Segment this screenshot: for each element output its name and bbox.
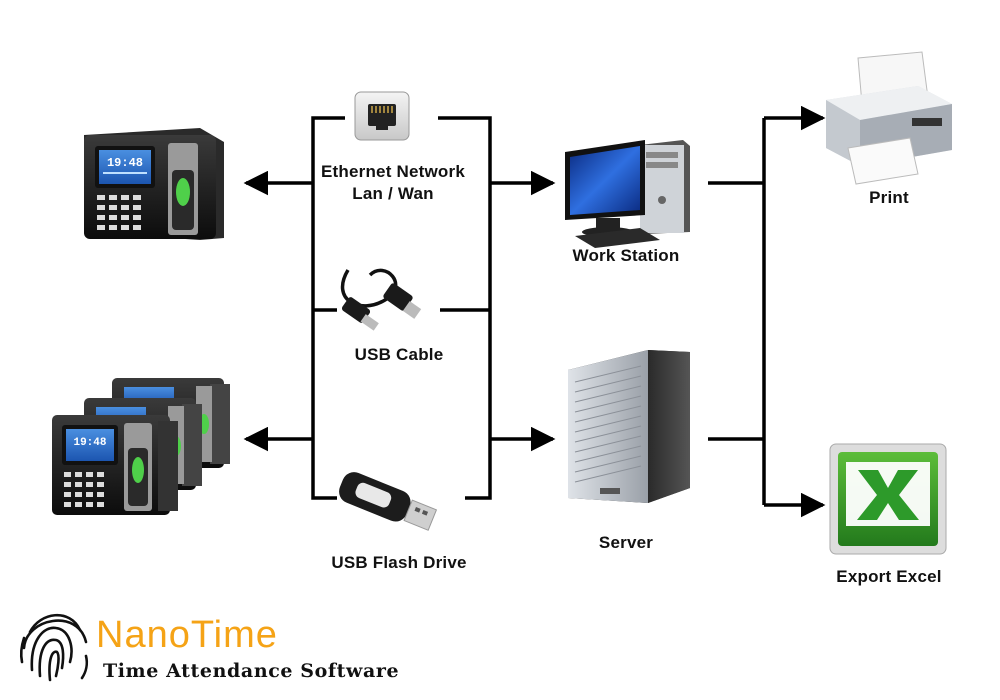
brand-tagline: Time Attendance Software <box>103 660 400 682</box>
brand-name: NanoTime <box>96 614 278 656</box>
usb-cable-icon <box>340 268 422 331</box>
ethernet-label-line2: Lan / Wan <box>352 184 434 203</box>
fingerprint-icon <box>19 613 89 682</box>
time-attendance-terminal-icon: 19:48 <box>84 128 224 240</box>
ethernet-label-line1: Ethernet Network <box>321 162 465 181</box>
connector-lines <box>243 105 826 518</box>
usb-cable-label: USB Cable <box>354 345 444 364</box>
server-label: Server <box>598 533 654 552</box>
server-tower-icon <box>568 350 690 503</box>
workstation-label: Work Station <box>572 246 680 265</box>
time-attendance-terminal-group-icon: 19:48 <box>52 378 230 515</box>
svg-text:19:48: 19:48 <box>73 437 106 449</box>
export-excel-label: Export Excel <box>836 567 942 586</box>
excel-icon <box>829 443 947 555</box>
svg-text:19:48: 19:48 <box>107 156 143 170</box>
printer-icon <box>826 51 952 185</box>
ethernet-label: Ethernet Network Lan / Wan <box>321 161 465 205</box>
desktop-computer-icon <box>565 140 690 248</box>
usb-flash-drive-label: USB Flash Drive <box>331 553 467 572</box>
print-label: Print <box>869 188 909 207</box>
ethernet-port-icon <box>354 91 410 141</box>
usb-flash-drive-icon <box>339 472 438 531</box>
